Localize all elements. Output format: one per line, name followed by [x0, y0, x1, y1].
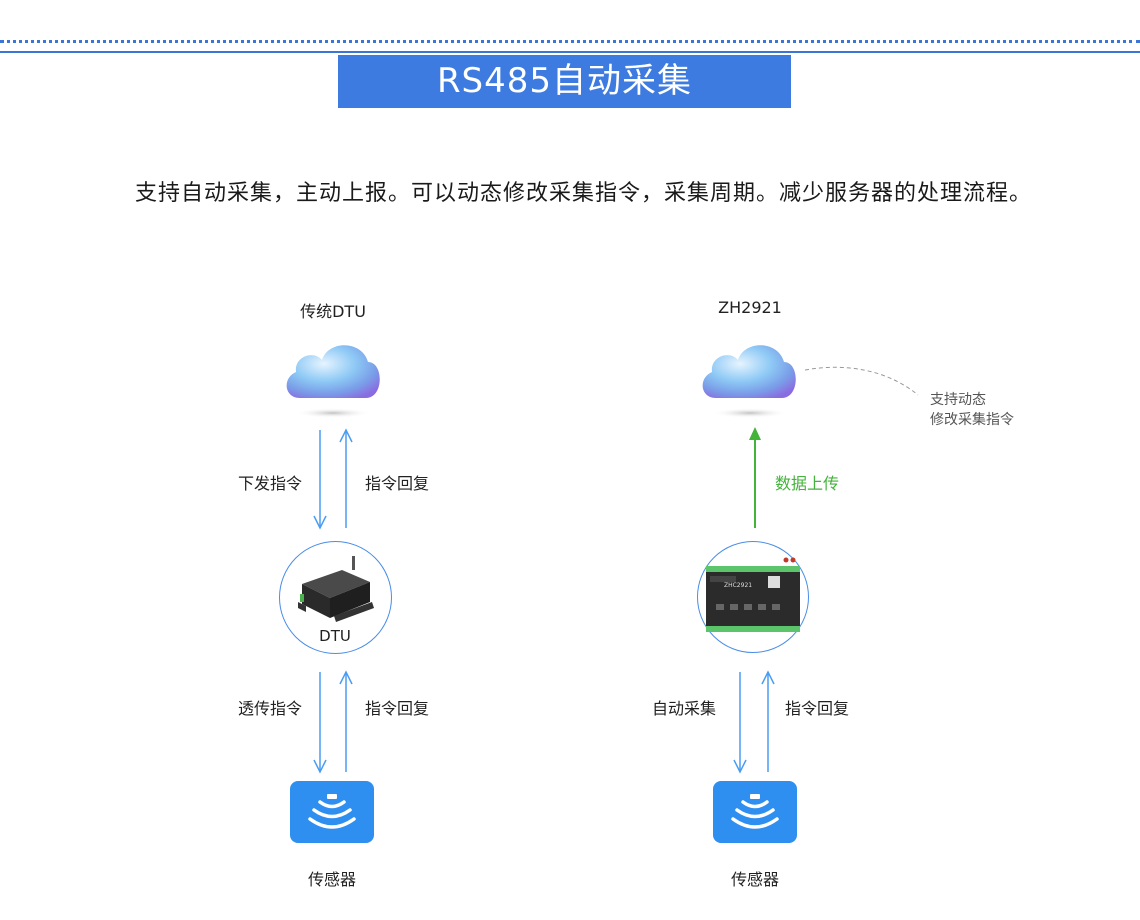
cloud-note: 支持动态 修改采集指令	[930, 390, 1014, 430]
left-down-label: 下发指令	[238, 474, 303, 493]
right-sensor-label: 传感器	[730, 870, 780, 889]
left-up-label: 指令回复	[365, 474, 430, 493]
left-sensor-label: 传感器	[307, 870, 357, 889]
upload-label: 数据上传	[775, 474, 840, 493]
sensor-wave-icon	[308, 794, 356, 829]
cloud-icon	[702, 345, 796, 418]
right-lower-arrows	[733, 670, 775, 774]
zh2921-device-text: ZHC2921	[724, 582, 752, 589]
sensor-box	[290, 781, 374, 843]
left-down-label-2: 透传指令	[238, 699, 303, 718]
note-line-1: 支持动态	[930, 392, 986, 408]
upload-arrow	[749, 427, 761, 528]
dtu-device-image	[298, 556, 374, 622]
note-line-2: 修改采集指令	[930, 412, 1014, 428]
zh2921-device: ZHC2921	[697, 541, 809, 653]
dtu-label: DTU	[319, 627, 351, 645]
header-solid-rule	[0, 51, 1140, 53]
left-lower-arrows	[313, 670, 353, 774]
intro-paragraph: 支持自动采集，主动上报。可以动态修改采集指令，采集周期。减少服务器的处理流程。	[135, 181, 1033, 206]
dtu-device: DTU	[279, 541, 392, 654]
note-connector	[804, 366, 919, 396]
right-down-label: 自动采集	[652, 699, 717, 718]
left-upper-arrows	[313, 428, 353, 530]
sensor-wave-icon	[731, 794, 779, 829]
right-title: ZH2921	[718, 298, 782, 317]
sensor-box	[713, 781, 797, 843]
section-title: RS485自动采集	[338, 55, 791, 108]
left-title: 传统DTU	[300, 302, 366, 321]
left-up-label-2: 指令回复	[365, 699, 430, 718]
header-dotted-rule	[0, 40, 1140, 43]
right-up-label: 指令回复	[785, 699, 850, 718]
cloud-icon	[286, 345, 380, 418]
zh2921-device-image: ZHC2921	[706, 557, 800, 632]
